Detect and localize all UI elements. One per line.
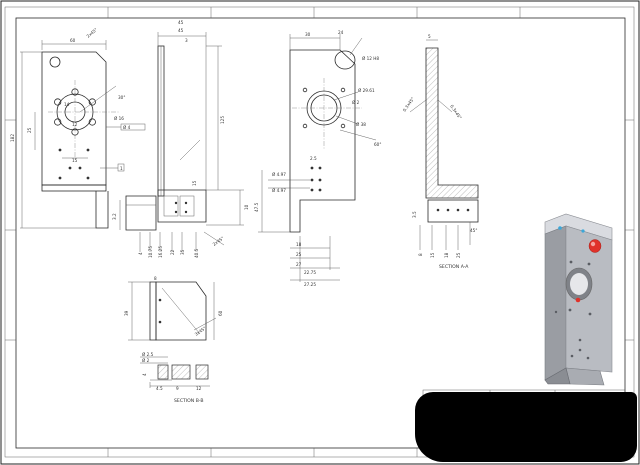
section-aa-label: SECTION A-A <box>439 264 469 270</box>
dim-lower-c: 60 <box>218 310 223 316</box>
dim-flange: 10 <box>244 204 249 210</box>
lower-view-dimensions: 8 39 60 3x45° <box>124 276 223 337</box>
dim-r1: 18 <box>296 242 302 247</box>
dim-e: 35 <box>180 249 185 255</box>
dim-step: 15 <box>192 180 197 186</box>
dim-lower-chamfer: 3x45° <box>194 326 207 337</box>
plate-view-dimensions: 30 24 Ø 12 H8 Ø 29.61 Ø 38 Ø 2 60° Ø 4.9… <box>254 30 381 287</box>
dim-aa-d: 25 <box>456 252 461 258</box>
dim-a: 4 <box>138 252 143 255</box>
dim-chamfer: 2x45° <box>85 27 98 39</box>
front-view: 60 182 25 15 14 12 30° Ø 16 Ø 4 2x45° 1 <box>10 27 146 229</box>
dim-width: 60 <box>70 38 76 43</box>
dim-height: 182 <box>10 134 15 142</box>
side-view: 45 3 125 10 15 45 <box>157 20 249 226</box>
section-bb: SECTION B-B Ø 2.5 Ø 2 4 4.5 9 12 <box>140 352 210 404</box>
side-view-dimensions: 45 3 125 10 15 45 <box>178 20 249 210</box>
dim-thickness: 3 <box>185 38 188 43</box>
dim-aa-c: 18 <box>444 252 449 258</box>
isometric-render <box>544 213 613 386</box>
dim-angle-top: 24 <box>338 30 344 35</box>
dim-gap: 2.5 <box>310 156 317 161</box>
dim-small-hole: Ø 2 <box>352 100 360 105</box>
dim-pitch: 15 <box>72 158 78 163</box>
lower-view: 8 39 60 3x45° <box>124 276 223 341</box>
dim-pin-b: Ø 4.97 <box>272 188 286 193</box>
dim-r3: 27 <box>296 262 302 267</box>
dim-offset: 25 <box>27 127 32 133</box>
dim-bore: 14 <box>64 102 70 107</box>
dim-angle: 30° <box>118 95 125 100</box>
dim-d: 22 <box>170 249 175 255</box>
dim-bore-fit: Ø 12 H8 <box>362 56 379 61</box>
plate-view: 30 24 Ø 12 H8 Ø 29.61 Ø 38 Ø 2 60° Ø 4.9… <box>254 30 381 287</box>
dim-aa-b: 15 <box>430 252 435 258</box>
dim-pin-a: Ø 4.97 <box>272 172 286 177</box>
front-view-dimensions: 60 182 25 15 14 12 30° Ø 16 Ø 4 2x45° 1 <box>10 27 131 171</box>
dim-hole-small: Ø 4 <box>123 125 131 130</box>
dim-b: 10.75 <box>148 246 153 258</box>
dim-bb-b: Ø 2 <box>142 358 150 363</box>
dim-top: 45 <box>178 20 184 25</box>
dim-depth: 45 <box>178 28 184 33</box>
dim-plate-angle: 60° <box>374 142 381 147</box>
dim-bb-f: 12 <box>196 386 202 391</box>
dim-bb-a: Ø 2.5 <box>142 352 154 357</box>
dim-bb-d: 4.5 <box>156 386 163 391</box>
bottom-detail-view: 4 10.75 16.25 22 35 40.5 2x45° 3.2 <box>112 195 225 258</box>
dim-plate-width: 30 <box>305 32 311 37</box>
dim-chamfer-b: 2x45° <box>212 236 225 247</box>
dim-aa-e: 3.5 <box>412 211 417 218</box>
section-bb-label: SECTION B-B <box>174 398 204 404</box>
dim-bolt-circle: Ø 38 <box>356 122 366 127</box>
dim-angle-aa: 45° <box>470 228 477 233</box>
dim-wall: 5 <box>428 34 431 39</box>
dim-f: 40.5 <box>194 248 199 258</box>
dim-plate-height: 47.5 <box>254 202 259 212</box>
dim-bb-e: 9 <box>176 386 179 391</box>
dim-c: 16.25 <box>158 246 163 258</box>
dim-length: 125 <box>220 116 225 124</box>
dim-inner: 12 <box>72 122 78 127</box>
bottom-detail-dimensions: 4 10.75 16.25 22 35 40.5 2x45° 3.2 <box>112 213 225 258</box>
dim-r2: 25 <box>296 252 302 257</box>
dim-bb-c: 4 <box>142 373 147 376</box>
dim-r4: 22.75 <box>304 270 316 275</box>
dim-g: 3.2 <box>112 213 117 220</box>
dim-lower-a: 8 <box>154 276 157 281</box>
dim-bore-outer: Ø 29.61 <box>358 88 375 93</box>
dim-lower-b: 39 <box>124 310 129 316</box>
dim-hole-dia: Ø 16 <box>114 116 124 121</box>
datum-ref: 1 <box>120 166 123 171</box>
dim-aa-a: 8 <box>418 253 423 256</box>
section-aa: SECTION A-A 5 0.3x45° 0.3x45° 45° 8 15 1… <box>402 34 479 270</box>
dim-r5: 27.25 <box>304 282 316 287</box>
section-bb-dimensions: Ø 2.5 Ø 2 4 4.5 9 12 <box>142 352 202 391</box>
redaction-box <box>415 392 637 462</box>
